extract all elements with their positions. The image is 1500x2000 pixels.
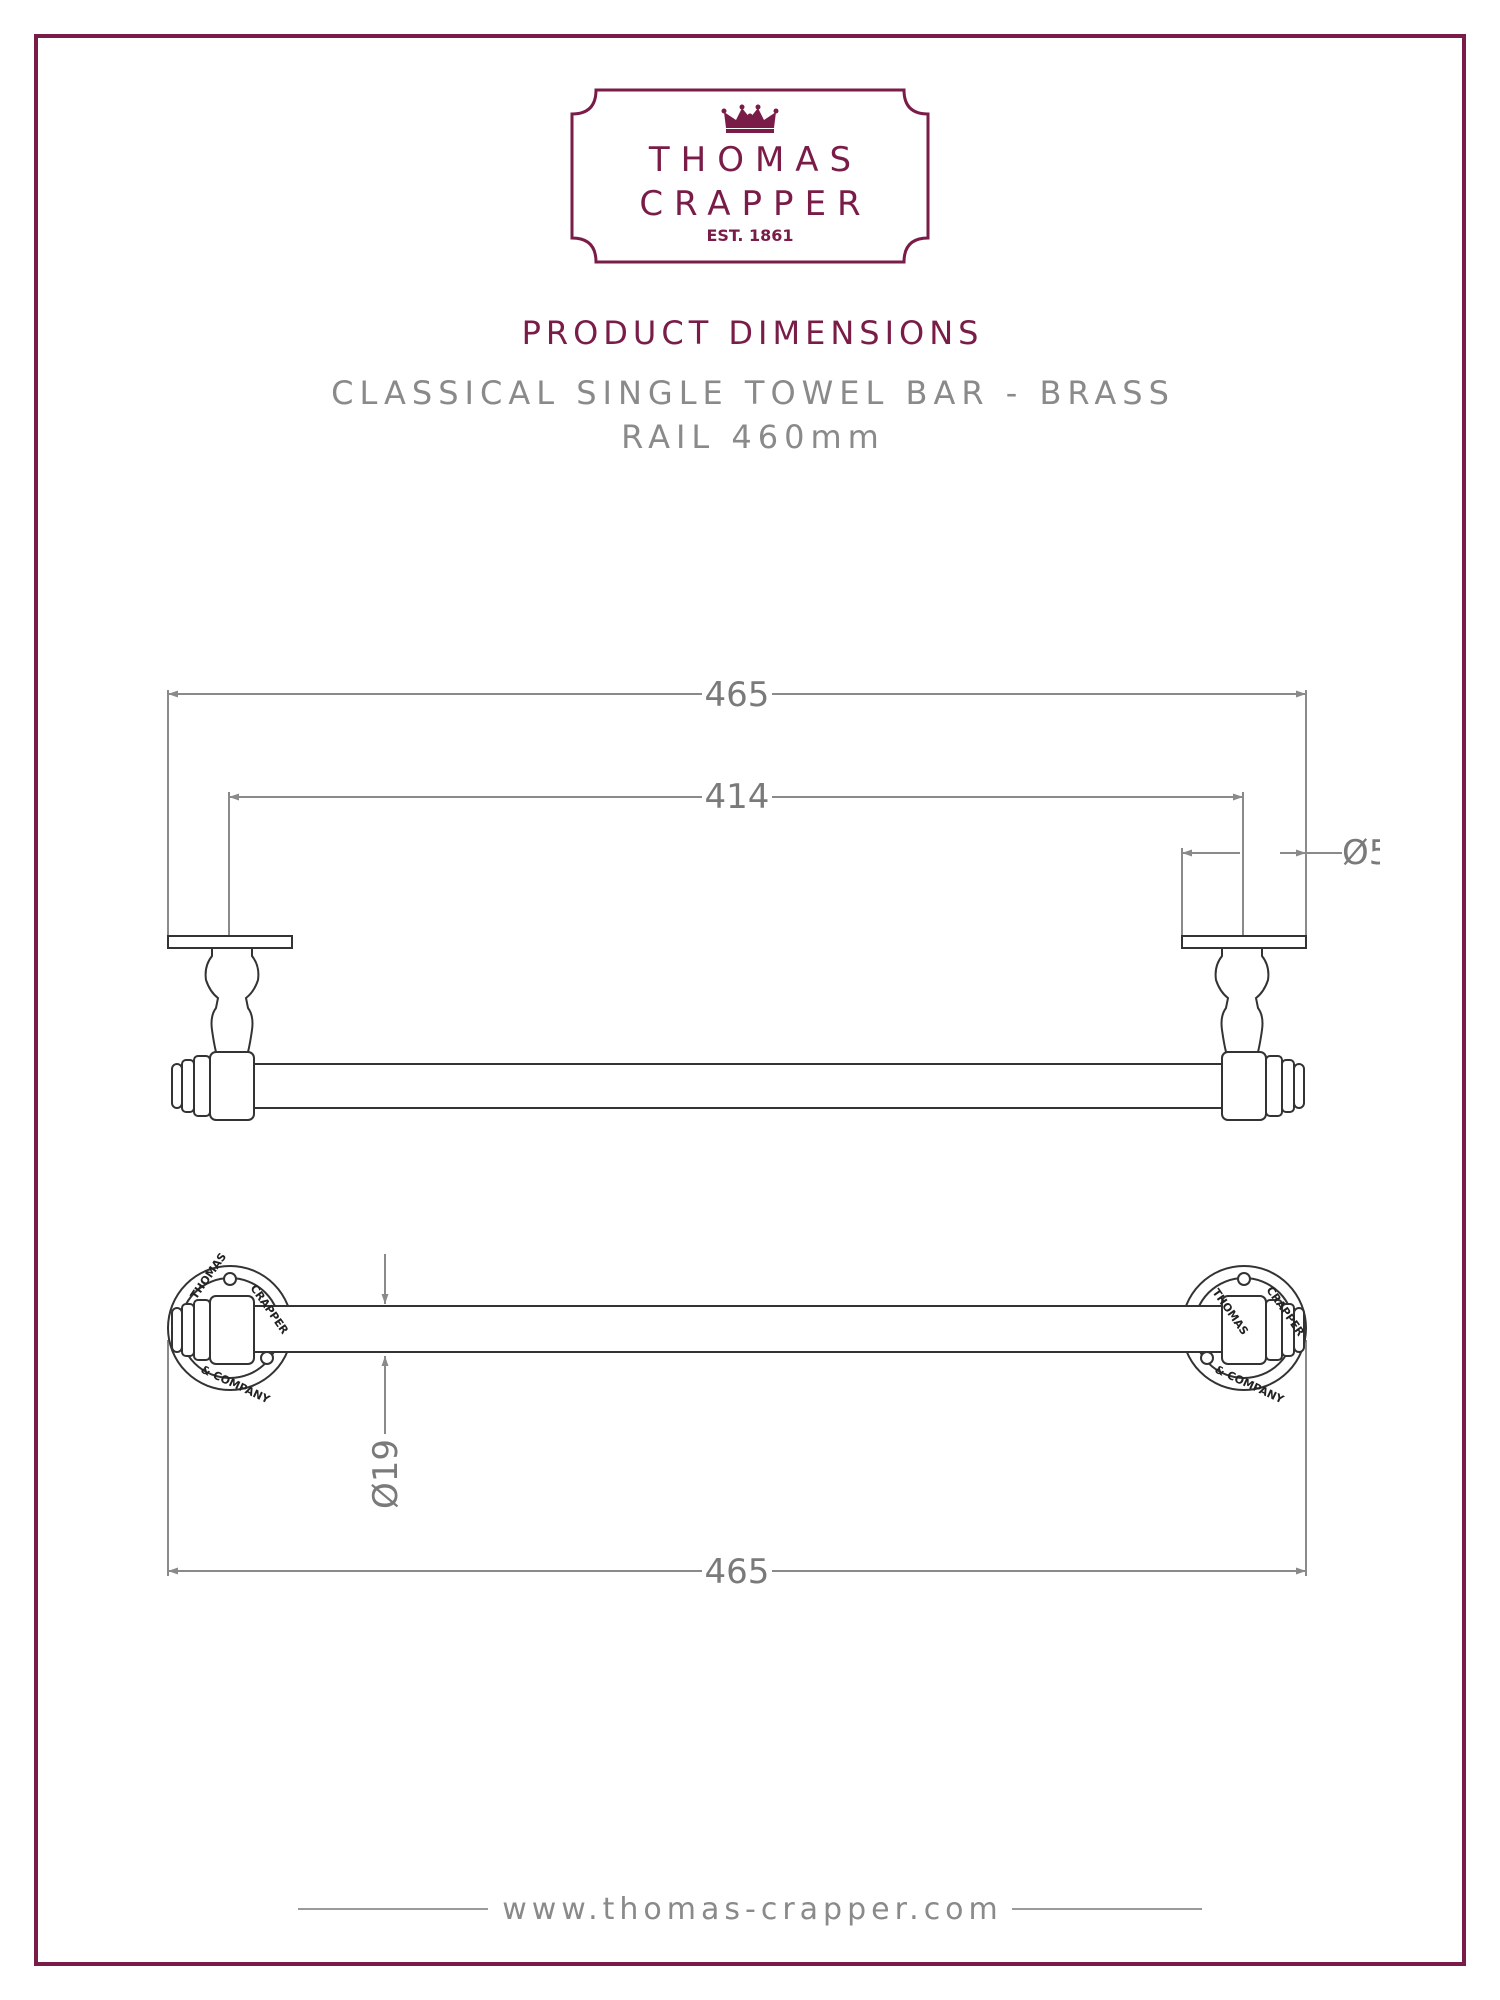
footer-website-link[interactable]: www.thomas-crapper.com — [502, 1892, 1003, 1927]
crown-icon — [721, 104, 779, 133]
plan-view — [167, 1265, 1307, 1391]
footer-rule-right — [1012, 1908, 1202, 1910]
logo-cartouche — [570, 88, 930, 264]
dim-top-overall-width: 465 — [705, 1552, 770, 1592]
dim-front-centres: 414 — [705, 777, 770, 817]
dim-front-overall-width: 465 — [705, 675, 770, 715]
brand-line-1: THOMAS — [648, 140, 863, 180]
dim-backplate-diameter-clip: Ø5 — [1342, 833, 1390, 873]
product-variant: RAIL 460mm — [621, 418, 885, 456]
brand-established: EST. 1861 — [706, 226, 794, 245]
page-title: PRODUCT DIMENSIONS — [521, 314, 984, 352]
dim-rail-diameter: Ø19 — [366, 1439, 406, 1509]
brand-line-2: CRAPPER — [639, 184, 872, 224]
front-elevation — [167, 935, 1307, 1121]
product-name: CLASSICAL SINGLE TOWEL BAR - BRASS — [331, 374, 1175, 412]
dim-backplate-diameter: Ø5 — [1342, 833, 1390, 873]
footer-rule-left — [298, 1908, 488, 1910]
brand-logo: THOMAS CRAPPER EST. 1861 — [568, 86, 932, 266]
page-border — [34, 34, 1466, 1966]
dimension-lines — [167, 690, 1342, 1576]
